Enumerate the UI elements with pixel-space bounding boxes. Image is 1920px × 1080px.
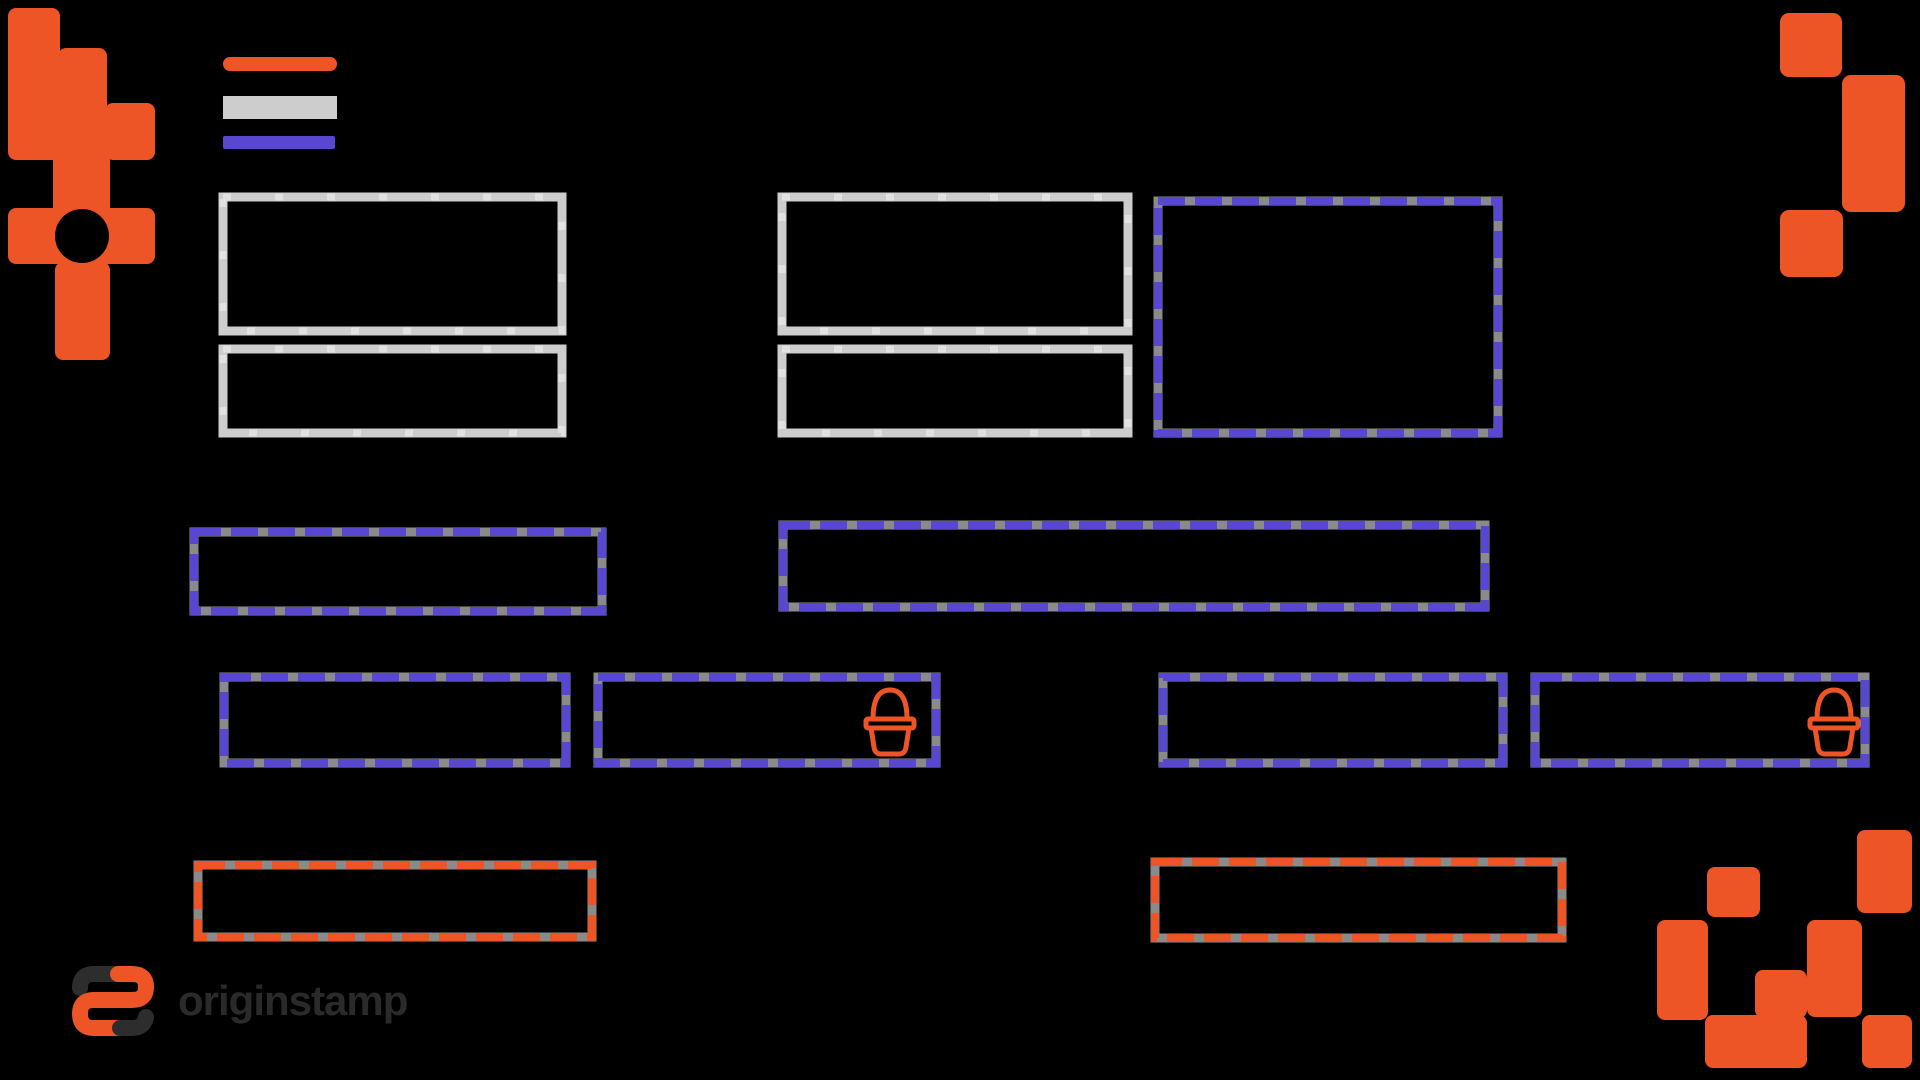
field-purple-small bbox=[189, 527, 607, 616]
legend-line-purple bbox=[223, 136, 335, 149]
input-field-right-1 bbox=[1158, 672, 1508, 768]
placeholder-gray-large-left bbox=[218, 192, 567, 336]
button-right bbox=[1150, 857, 1567, 943]
input-field-left-password bbox=[593, 672, 941, 768]
logo-text: originstamp bbox=[178, 977, 408, 1024]
pixel-decoration-top-right bbox=[1780, 13, 1905, 277]
logo-icon bbox=[72, 966, 154, 1036]
placeholder-gray-large-middle bbox=[777, 192, 1133, 336]
lock-icon bbox=[863, 687, 917, 757]
placeholder-gray-small-middle bbox=[777, 344, 1133, 438]
input-field-left-1 bbox=[219, 672, 571, 768]
field-purple-wide bbox=[778, 520, 1490, 612]
pixel-decoration-bottom-right bbox=[1657, 830, 1912, 1068]
pixel-decoration-top-left bbox=[8, 8, 155, 360]
input-field-right-password bbox=[1530, 672, 1870, 768]
placeholder-gray-small-left bbox=[218, 344, 567, 438]
placeholder-purple-large bbox=[1153, 196, 1503, 438]
legend-line-gray bbox=[223, 96, 337, 119]
legend bbox=[223, 57, 337, 149]
logo: originstamp bbox=[58, 962, 408, 1040]
button-left bbox=[193, 860, 597, 942]
lock-icon bbox=[1807, 687, 1861, 757]
legend-line-orange bbox=[223, 57, 337, 71]
